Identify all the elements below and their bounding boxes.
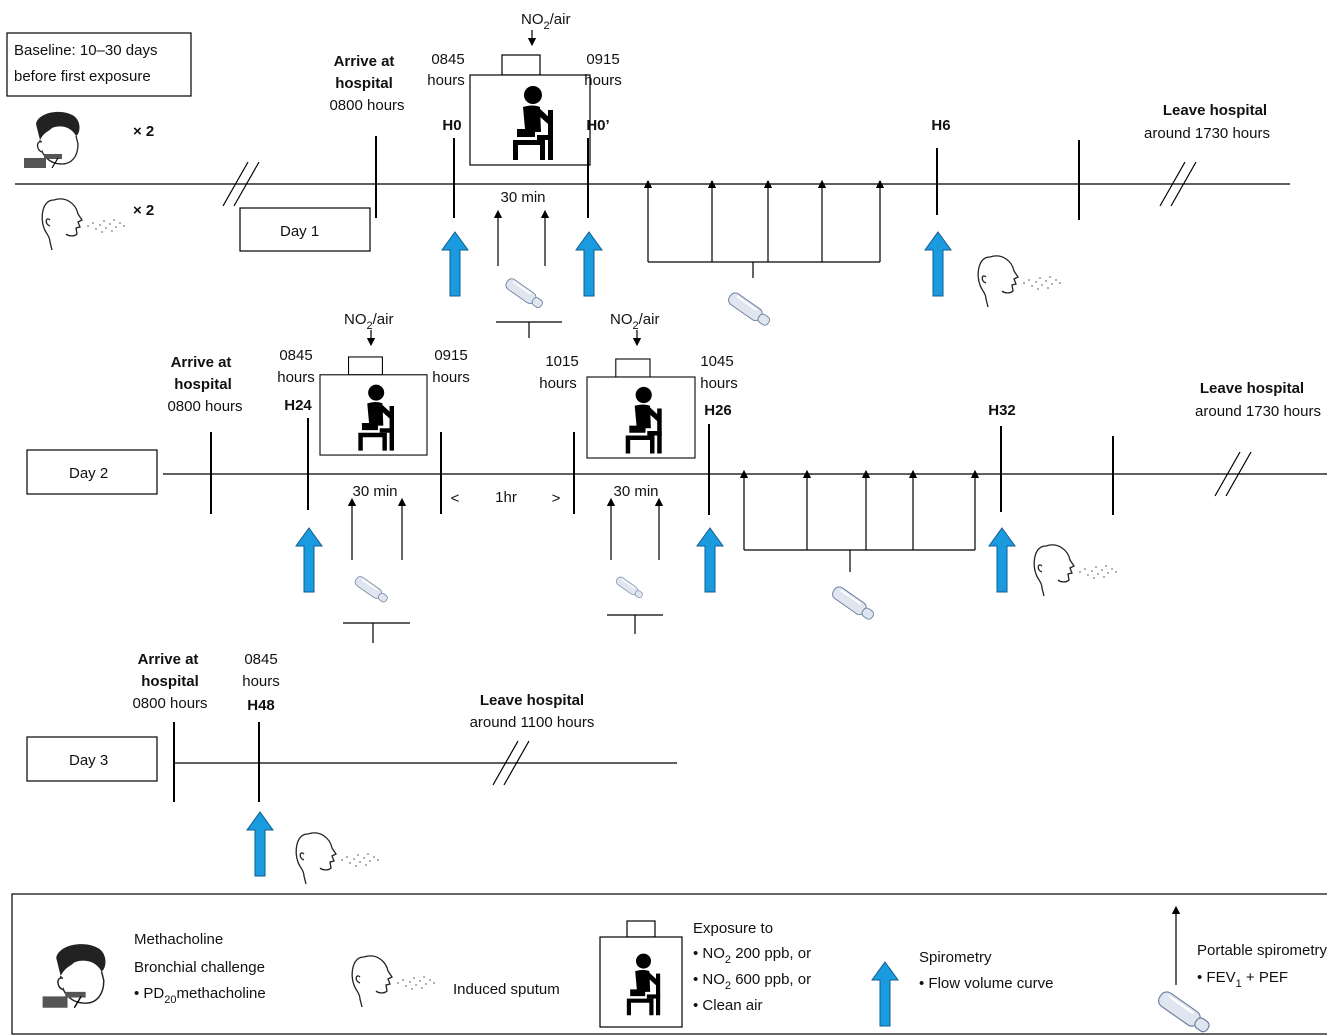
- day2-exposure-chamber-1-icon: [320, 357, 427, 455]
- legend-spirometry-1: Spirometry: [919, 949, 992, 966]
- methacholine-child-icon: [24, 112, 80, 168]
- day2-portable-spirometer-1-icon: [353, 575, 389, 604]
- day2-30min-1: 30 min: [352, 483, 397, 500]
- day3-arrive2: hospital: [141, 673, 199, 690]
- legend-methacholine-1: Methacholine: [134, 931, 223, 948]
- day3-leave: Leave hospital: [480, 692, 584, 709]
- day3-h48: H48: [247, 697, 275, 714]
- day3-arrive-time: 0800 hours: [132, 695, 207, 712]
- day1-h0-prime: H0’: [586, 117, 609, 134]
- day1-arrive1: Arrive at: [334, 53, 395, 70]
- legend-exposure-title: Exposure to: [693, 920, 773, 937]
- day1-leave: Leave hospital: [1163, 102, 1267, 119]
- day1-h0: H0: [442, 117, 461, 134]
- day2-spirometry-h26-icon: [697, 528, 723, 592]
- day2-leave-time: around 1730 hours: [1195, 403, 1321, 420]
- legend-spirometry-2: • Flow volume curve: [919, 975, 1053, 992]
- baseline-times-2-bottom: × 2: [133, 202, 154, 219]
- day2-portable-spirometer-series-icon: [830, 585, 876, 622]
- day2-gap-right: >: [552, 490, 561, 507]
- day2-sputum-icon: [1034, 545, 1117, 596]
- day2-t2-end: 1045: [700, 353, 733, 370]
- day1-exposure-chamber-icon: [470, 55, 590, 165]
- baseline-line2: before first exposure: [14, 68, 151, 85]
- day2-h26: H26: [704, 402, 732, 419]
- day2-arrive2: hospital: [174, 376, 232, 393]
- day1-portable-spirometer-series-icon: [726, 291, 772, 328]
- day2-t1-end-hours: hours: [432, 369, 470, 386]
- day1-h6: H6: [931, 117, 950, 134]
- day1-leave-time: around 1730 hours: [1144, 125, 1270, 142]
- day2-spirometry-h24-icon: [296, 528, 322, 592]
- day3-label: Day 3: [69, 752, 108, 769]
- legend: Methacholine Bronchial challenge • PD20m…: [12, 894, 1327, 1035]
- day2-arrive1: Arrive at: [171, 354, 232, 371]
- baseline-times-2-top: × 2: [133, 123, 154, 140]
- day1-timeline: Day 1 Arrive at hospital 0800 hours 0845…: [15, 11, 1290, 338]
- legend-methacholine-2: Bronchial challenge: [134, 959, 265, 976]
- day3-start-hours: hours: [242, 673, 280, 690]
- day2-t2-start: 1015: [545, 353, 578, 370]
- day2-timeline: Day 2 Arrive at hospital 0800 hours 0845…: [27, 311, 1327, 643]
- day2-exposure-chamber-2-icon: [587, 359, 695, 458]
- day1-spirometry-h0-icon: [442, 232, 468, 296]
- day2-no2-label-1: NO2/air: [344, 311, 393, 332]
- day1-arrive2: hospital: [335, 75, 393, 92]
- legend-sputum-label: Induced sputum: [453, 981, 560, 998]
- day1-no2-label: NO2/air: [521, 11, 570, 32]
- day3-timeline: Day 3 Arrive at hospital 0800 hours 0845…: [27, 651, 677, 884]
- day3-sputum-icon: [296, 833, 379, 884]
- baseline-section: Baseline: 10–30 days before first exposu…: [7, 33, 191, 250]
- sputum-child-icon: [42, 199, 125, 250]
- day2-t1-start-hours: hours: [277, 369, 315, 386]
- day2-t1-end: 0915: [434, 347, 467, 364]
- day1-portable-spirometer-icon: [504, 277, 545, 310]
- day2-h32: H32: [988, 402, 1016, 419]
- legend-portable-1: Portable spirometry: [1197, 942, 1327, 959]
- day2-spirometry-h32-icon: [989, 528, 1015, 592]
- day2-t2-start-hours: hours: [539, 375, 577, 392]
- day3-leave-time: around 1100 hours: [470, 714, 595, 731]
- day3-arrive1: Arrive at: [138, 651, 199, 668]
- day2-no2-label-2: NO2/air: [610, 311, 659, 332]
- day2-leave: Leave hospital: [1200, 380, 1304, 397]
- day1-sputum-icon: [978, 256, 1061, 307]
- day2-gap-left: <: [451, 490, 460, 507]
- day2-gap: 1hr: [495, 489, 517, 506]
- day2-arrive-time: 0800 hours: [167, 398, 242, 415]
- day2-t1-start: 0845: [279, 347, 312, 364]
- day1-30min: 30 min: [500, 189, 545, 206]
- day1-spirometry-h0p-icon: [576, 232, 602, 296]
- day2-30min-2: 30 min: [613, 483, 658, 500]
- day1-start-time: 0845: [431, 51, 464, 68]
- legend-exposure-3: • Clean air: [693, 997, 762, 1014]
- day1-start-hours: hours: [427, 72, 465, 89]
- day1-arrive-time: 0800 hours: [329, 97, 404, 114]
- day2-t2-end-hours: hours: [700, 375, 738, 392]
- day1-spirometry-h6-icon: [925, 232, 951, 296]
- baseline-line1: Baseline: 10–30 days: [14, 42, 157, 59]
- day1-end-hours: hours: [584, 72, 622, 89]
- day1-label: Day 1: [280, 223, 319, 240]
- day3-spirometry-h48-icon: [247, 812, 273, 876]
- day2-label: Day 2: [69, 465, 108, 482]
- day2-h24: H24: [284, 397, 312, 414]
- day3-start-time: 0845: [244, 651, 277, 668]
- day1-end-time: 0915: [586, 51, 619, 68]
- day2-portable-spirometer-2-icon: [615, 576, 644, 600]
